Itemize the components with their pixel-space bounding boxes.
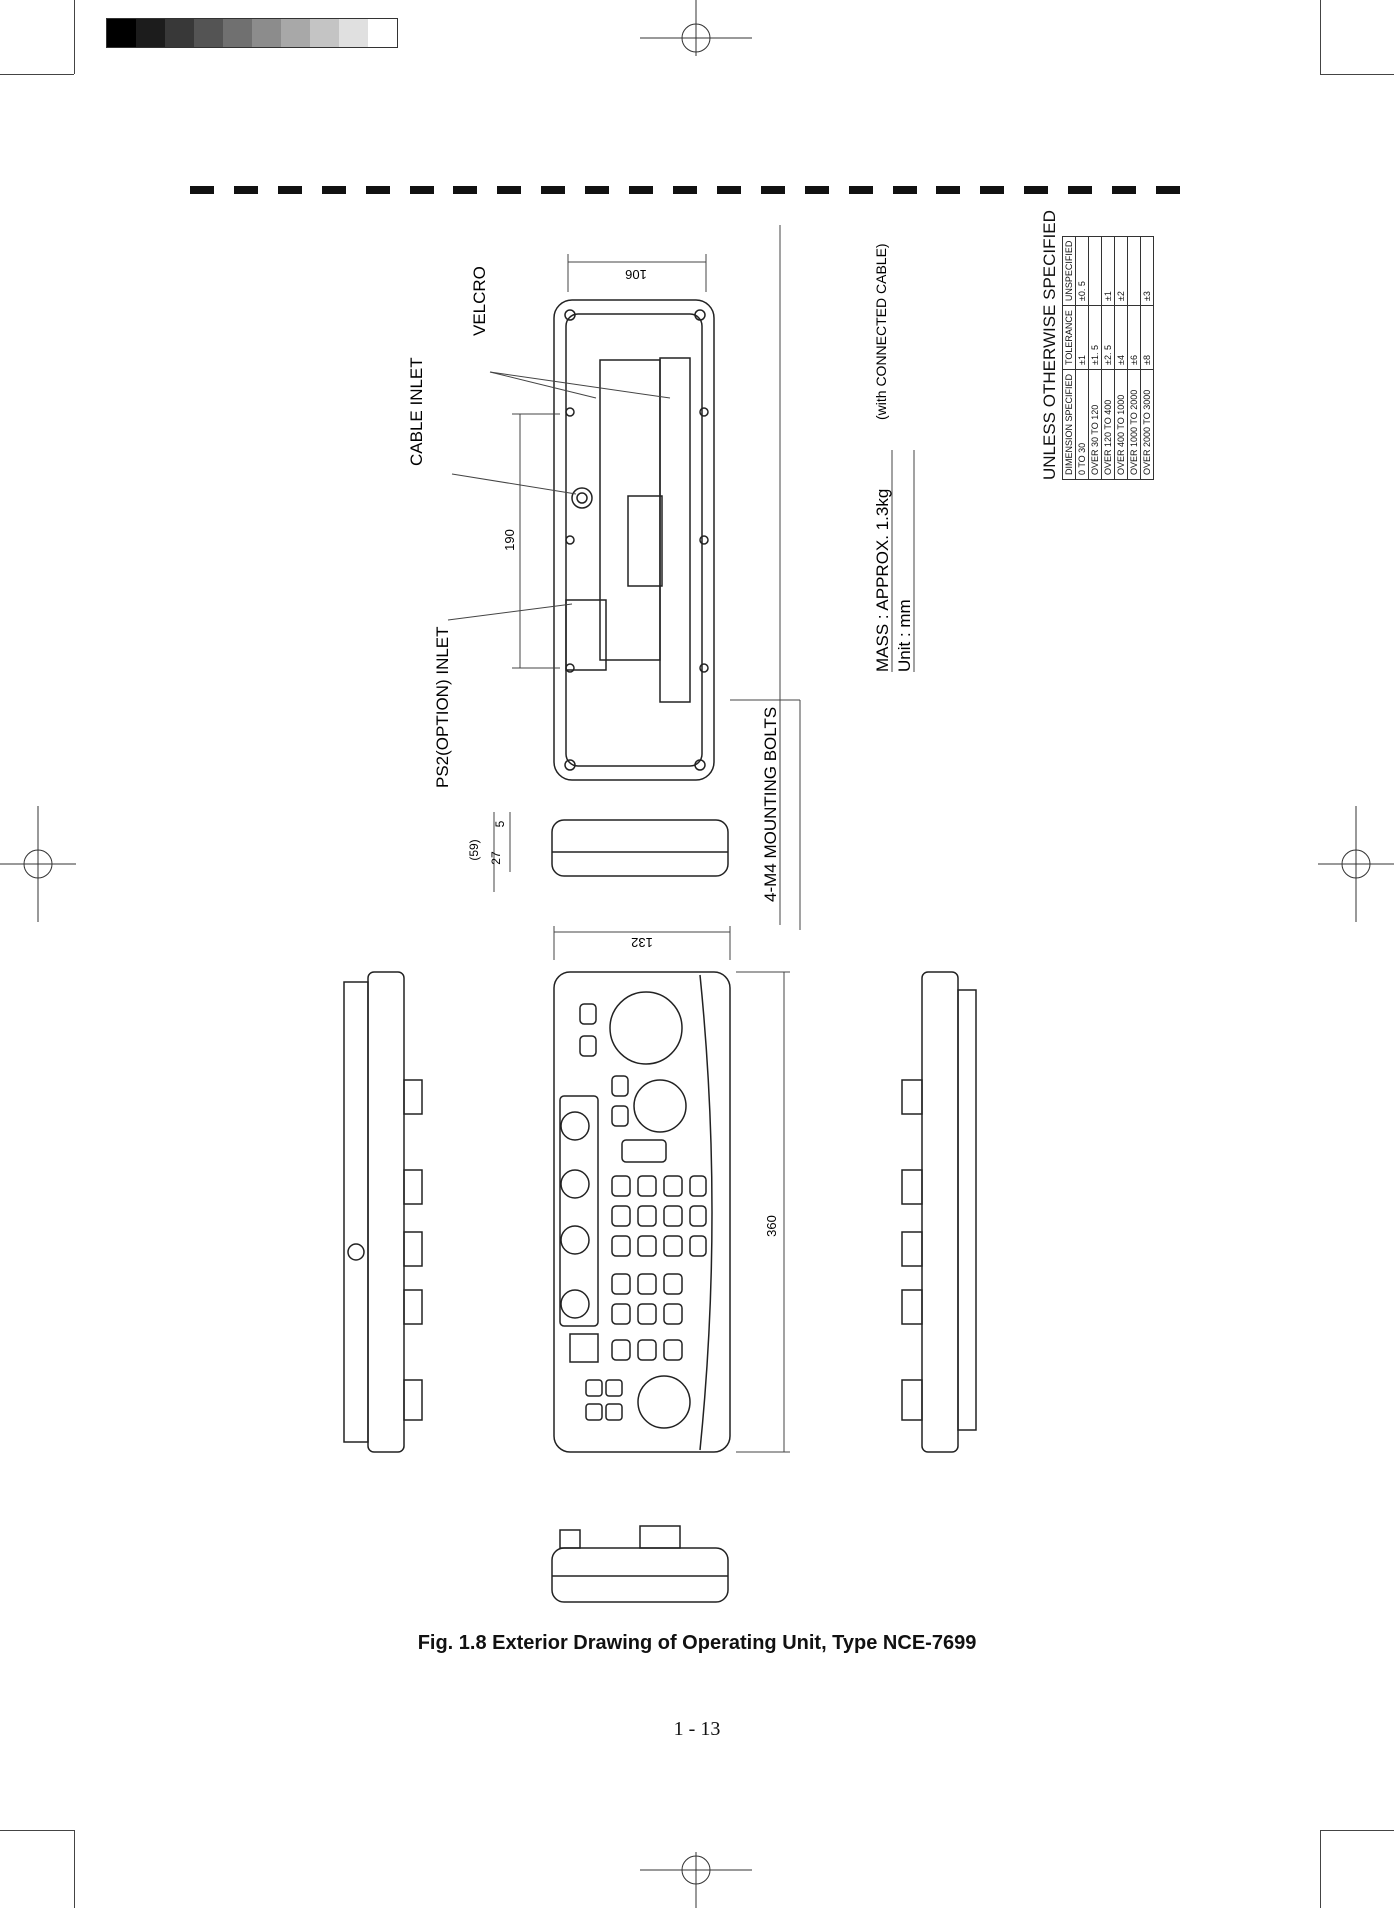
dim-106: 106: [625, 267, 647, 282]
rotary-knob-bottom: [637, 1375, 691, 1429]
dim-5: 5: [493, 820, 507, 827]
tol-header-tolerance: TOLERANCE: [1062, 305, 1076, 370]
page-number: 1 - 13: [673, 1718, 721, 1740]
gray-swatch: [194, 19, 223, 47]
gray-swatch: [223, 19, 252, 47]
crop-mark-bottom-right: [1320, 1830, 1394, 1831]
gray-swatch: [165, 19, 194, 47]
label-plate: [627, 495, 663, 587]
gray-swatch: [281, 19, 310, 47]
left-side-knobs: [403, 1079, 423, 1421]
dim-360: 360: [764, 1215, 779, 1237]
mass-label: MASS : APPROX. 1.3kg: [873, 489, 892, 672]
mounting-bolt-holes: [564, 309, 709, 771]
dim-190: 190: [502, 529, 517, 551]
right-side-knobs: [901, 1079, 923, 1421]
cable-inlet-hole: [571, 487, 593, 509]
gray-swatch: [107, 19, 136, 47]
gray-swatch: [136, 19, 165, 47]
tolerance-title: UNLESS OTHERWISE SPECIFIED: [1040, 210, 1059, 480]
tol-header-dimension: DIMENSION SPECIFIED: [1062, 369, 1076, 480]
tol-header-unspecified: UNSPECIFIED: [1062, 236, 1076, 306]
crop-mark-top-right: [1320, 74, 1394, 75]
rotary-knob-top: [633, 1079, 687, 1133]
tolerance-table: DIMENSION SPECIFIED TOLERANCE UNSPECIFIE…: [1062, 236, 1154, 480]
crop-mark-bottom-left: [0, 1830, 74, 1831]
table-row: OVER 400 TO 1000±4±2: [1114, 236, 1128, 480]
front-view-outline: [553, 971, 731, 1453]
speaker-grille: [569, 1333, 599, 1363]
dim-59: (59): [467, 839, 481, 860]
table-row: OVER 2000 TO 3000±8±3: [1140, 236, 1154, 480]
velcro-label: VELCRO: [470, 266, 489, 336]
mass-note-label: (with CONNECTED CABLE): [873, 243, 889, 420]
left-side-view: [367, 971, 405, 1453]
mounting-bolts-label: 4-M4 MOUNTING BOLTS: [761, 707, 780, 902]
gray-swatch: [252, 19, 281, 47]
trackball: [609, 991, 683, 1065]
tolerance-block: UNLESS OTHERWISE SPECIFIED DIMENSION SPE…: [1040, 210, 1154, 480]
crop-mark-top-left-v: [74, 0, 75, 74]
gray-swatch: [310, 19, 339, 47]
rear-view-outline: [553, 299, 715, 781]
crop-mark-top-right-v: [1320, 0, 1321, 74]
side-view-outline: [551, 819, 729, 877]
crop-mark-bottom-right-v: [1320, 1830, 1321, 1908]
bottom-view: [551, 1547, 729, 1603]
right-side-view: [921, 971, 959, 1453]
table-row: 0 TO 30±1±0. 5: [1075, 236, 1089, 480]
table-row: OVER 1000 TO 2000±6: [1127, 236, 1141, 480]
ps2-inlet-label: PS2(OPTION) INLET: [433, 626, 452, 788]
crop-mark-bottom-left-v: [74, 1830, 75, 1908]
dim-132: 132: [631, 935, 653, 950]
gray-swatch: [368, 19, 397, 47]
gray-scale-bar: [106, 18, 398, 48]
adjustment-knobs: [560, 1111, 590, 1319]
unit-label: Unit : mm: [895, 599, 914, 672]
cable-inlet-label: CABLE INLET: [407, 357, 426, 466]
dashed-separator: [190, 186, 1180, 194]
table-row: OVER 120 TO 400±2. 5±1: [1101, 236, 1115, 480]
crop-mark-top-left: [0, 74, 74, 75]
figure-caption: Fig. 1.8 Exterior Drawing of Operating U…: [417, 1632, 977, 1654]
table-row: OVER 30 TO 120±1. 5: [1088, 236, 1102, 480]
front-keypad: [579, 1003, 707, 1421]
dim-27: 27: [489, 851, 503, 865]
gray-swatch: [339, 19, 368, 47]
